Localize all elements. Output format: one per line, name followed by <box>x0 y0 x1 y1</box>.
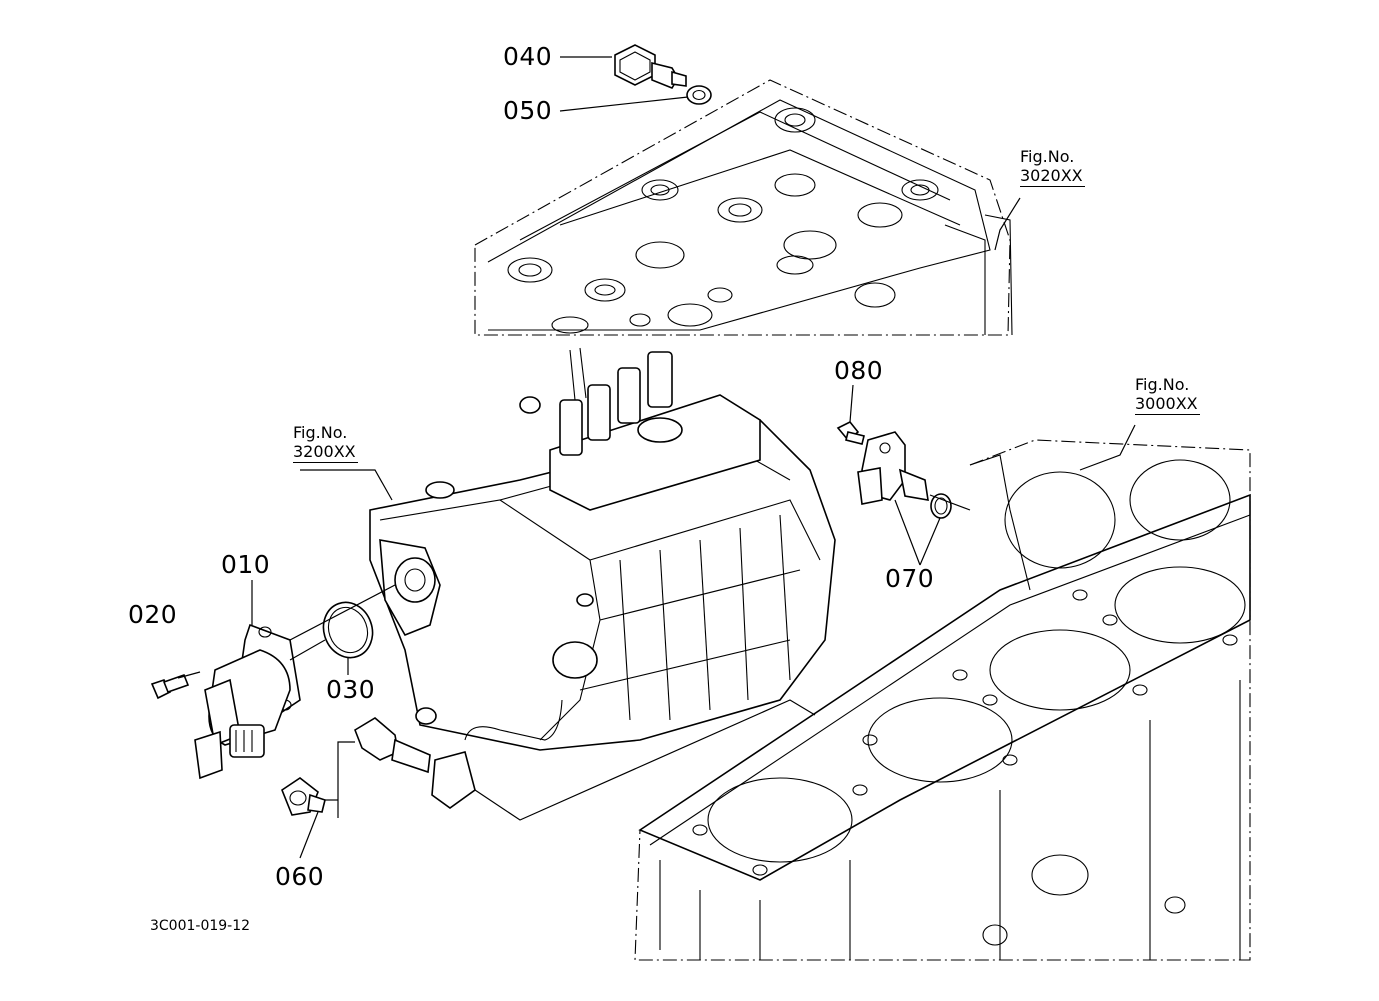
fig-ref-caption: Fig.No. <box>1020 147 1075 166</box>
part-020-bolt <box>150 673 190 700</box>
fig-ref-3020xx: Fig.No. 3020XX <box>1020 148 1085 187</box>
drawing-id: 3C001-019-12 <box>150 918 251 934</box>
fig-ref-3200xx: Fig.No. 3200XX <box>293 424 358 463</box>
label-050: 050 <box>503 96 553 125</box>
label-010: 010 <box>221 550 271 579</box>
part-070-crank-sensor <box>857 431 952 519</box>
fig-ref-caption: Fig.No. <box>293 423 348 442</box>
cylinder-block-outline <box>634 439 1251 961</box>
fig-ref-caption: Fig.No. <box>1135 375 1190 394</box>
fig-ref-code: 3020XX <box>1020 166 1085 187</box>
fuel-fitting <box>354 717 431 774</box>
part-050-gasket <box>686 85 712 105</box>
injection-pump-outline <box>369 347 836 809</box>
label-060: 060 <box>275 862 325 891</box>
part-060-pressure-switch <box>281 777 326 816</box>
fig-ref-code: 3000XX <box>1135 394 1200 415</box>
fig-ref-3000xx: Fig.No. 3000XX <box>1135 376 1200 415</box>
label-080: 080 <box>834 356 884 385</box>
part-080-bolt <box>836 420 865 445</box>
cylinder-head-outline <box>474 79 1013 336</box>
label-030: 030 <box>326 675 376 704</box>
part-010-stop-solenoid <box>194 623 326 780</box>
label-040: 040 <box>503 42 553 71</box>
label-020: 020 <box>128 600 178 629</box>
label-070: 070 <box>885 564 935 593</box>
part-030-o-ring <box>322 601 374 659</box>
part-040-temperature-sensor <box>614 44 687 89</box>
fig-ref-code: 3200XX <box>293 442 358 463</box>
leader-lines <box>177 56 1136 859</box>
